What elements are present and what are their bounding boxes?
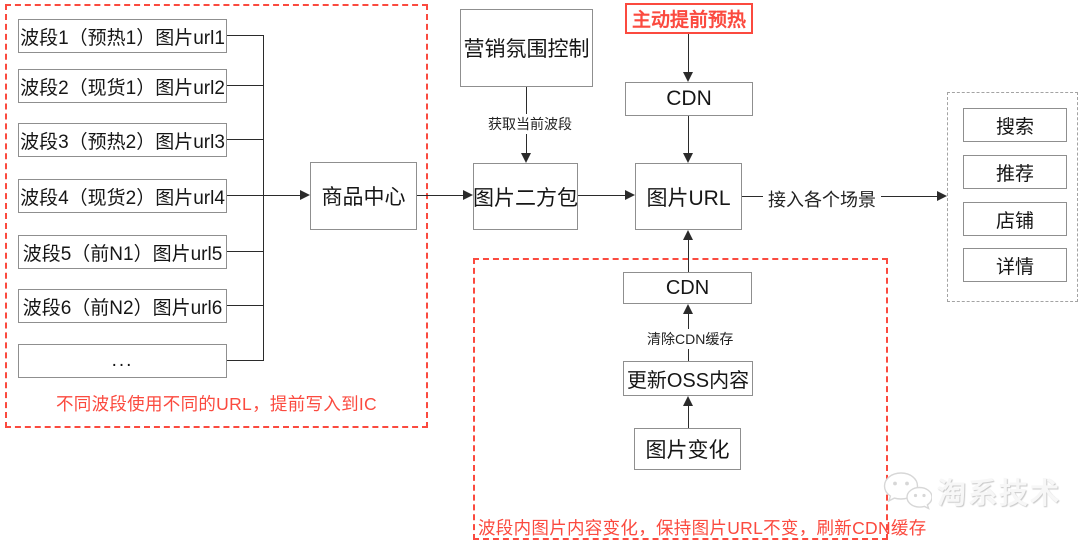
edge-label-get-current-band: 获取当前波段 [483,114,577,134]
arrowhead-right-icon [625,190,635,200]
edge-prewarm-to-cdn [688,34,689,72]
connector-line [227,139,263,140]
band-item-ellipsis: ... [18,344,227,378]
band-item: 波段6（前N2）图片url6 [18,289,227,323]
band-item: 波段4（现货2）图片url4 [18,179,227,213]
arrowhead-down-icon [683,72,693,82]
edge-image-change-to-update-oss [688,405,689,428]
connector-line [227,85,263,86]
band-item: 波段1（预热1）图片url1 [18,19,227,53]
arrowhead-right-icon [463,190,473,200]
edge-bus-to-product-center [263,195,301,196]
arrowhead-right-icon [300,190,310,200]
arrowhead-down-icon [521,153,531,163]
image-change-node: 图片变化 [634,428,741,470]
arrowhead-down-icon [683,153,693,163]
image-sdk-node: 图片二方包 [473,163,578,230]
cache-refresh-panel [473,258,888,540]
edge-image-sdk-to-image-url [578,195,625,196]
edge-label-access-scenes: 接入各个场景 [763,186,881,212]
scene-item: 详情 [963,248,1067,282]
band-item: 波段3（预热2）图片url3 [18,123,227,157]
arrowhead-up-icon [683,230,693,240]
prewarm-node: 主动提前预热 [625,3,753,34]
edge-product-center-to-image-sdk [417,195,463,196]
watermark-text: 淘系技术 [937,478,1062,510]
connector-line [227,305,263,306]
scenes-panel [947,92,1078,302]
arrowhead-right-icon [937,191,947,201]
scene-item: 店铺 [963,202,1067,236]
arrowhead-up-icon [683,304,693,314]
image-url-node: 图片URL [635,163,742,230]
connector-line [227,35,263,36]
edge-label-clear-cdn-cache: 清除CDN缓存 [642,329,739,349]
band-item: 波段2（现货1）图片url2 [18,69,227,103]
wechat-icon [882,470,932,512]
product-center-node: 商品中心 [310,162,417,230]
band-bus-line [263,35,264,361]
band-item: 波段5（前N1）图片url5 [18,235,227,269]
update-oss-node: 更新OSS内容 [623,361,753,396]
band-url-panel [5,4,428,428]
edge-cdn-to-image-url [688,116,689,153]
cdn-top-node: CDN [625,82,753,116]
connector-line [227,360,263,361]
cache-refresh-caption: 波段内图片内容变化，保持图片URL不变，刷新CDN缓存 [478,518,927,538]
watermark: 淘系技术 [882,470,1061,512]
scene-item: 搜索 [963,108,1067,142]
marketing-control-node: 营销氛围控制 [460,9,593,87]
scene-item: 推荐 [963,155,1067,189]
cdn-bottom-node: CDN [623,272,752,304]
band-panel-caption: 不同波段使用不同的URL，提前写入到IC [55,394,377,414]
edge-cdn-bottom-to-image-url [688,239,689,272]
connector-line [227,251,263,252]
connector-line [227,195,263,196]
arrowhead-up-icon [683,396,693,406]
